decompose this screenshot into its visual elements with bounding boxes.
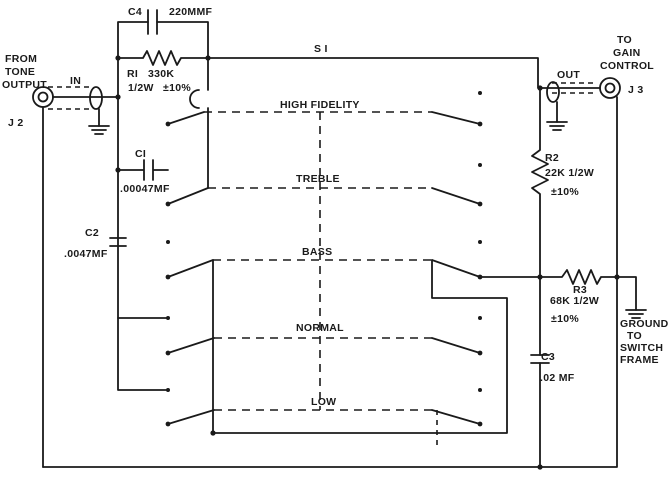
output-jack-label: J 3 <box>628 84 644 96</box>
ground-label-line1: GROUND <box>620 318 669 330</box>
switch-label: S I <box>314 43 328 55</box>
c4-value: 220MMF <box>169 6 213 18</box>
input-jack-j2 <box>32 86 119 468</box>
position-high-fidelity: HIGH FIDELITY <box>280 99 360 111</box>
input-jack-label: J 2 <box>8 117 24 129</box>
from-tone-output-label-line1: FROM <box>5 53 37 65</box>
c1-value: .00047MF <box>120 183 170 195</box>
out-label: OUT <box>557 69 580 81</box>
r2-value: 22K 1/2W <box>545 167 594 179</box>
switch-s1 <box>165 91 483 427</box>
to-gain-control-label-line2: GAIN <box>613 47 640 59</box>
c2-value: .0047MF <box>64 248 108 260</box>
c4-name: C4 <box>128 6 142 18</box>
c3-name: C3 <box>541 351 555 363</box>
position-treble: TREBLE <box>296 173 340 185</box>
input-network <box>117 9 539 391</box>
output-jack-j3 <box>539 77 621 131</box>
r3-name: R3 <box>573 284 587 296</box>
ground-rail <box>42 96 618 468</box>
to-gain-control-label-line1: TO <box>617 34 632 46</box>
r2-tolerance: ±10% <box>551 186 579 198</box>
ground-label-line2: TO <box>627 330 642 342</box>
ground-label-line3: SWITCH <box>620 342 663 354</box>
r1-tolerance: ±10% <box>163 82 191 94</box>
ground-label-line4: FRAME <box>620 354 659 366</box>
position-normal: NORMAL <box>296 322 344 334</box>
r3-tolerance: ±10% <box>551 313 579 325</box>
r1-name: RI <box>127 68 138 80</box>
c1-c2-network <box>109 159 169 247</box>
position-bass: BASS <box>302 246 332 258</box>
r1-rating: 1/2W <box>128 82 154 94</box>
c2-name: C2 <box>85 227 99 239</box>
r1-value: 330K <box>148 68 174 80</box>
in-label: IN <box>70 75 81 87</box>
c3-value: .02 MF <box>540 372 575 384</box>
to-gain-control-label-line3: CONTROL <box>600 60 654 72</box>
c1-name: CI <box>135 148 146 160</box>
from-tone-output-label-line2: TONE <box>5 66 35 78</box>
r2-name: R2 <box>545 152 559 164</box>
r3-value: 68K 1/2W <box>550 295 599 307</box>
output-network <box>530 87 647 468</box>
from-tone-output-label-line3: OUTPUT <box>2 79 47 91</box>
position-low: LOW <box>311 396 336 408</box>
